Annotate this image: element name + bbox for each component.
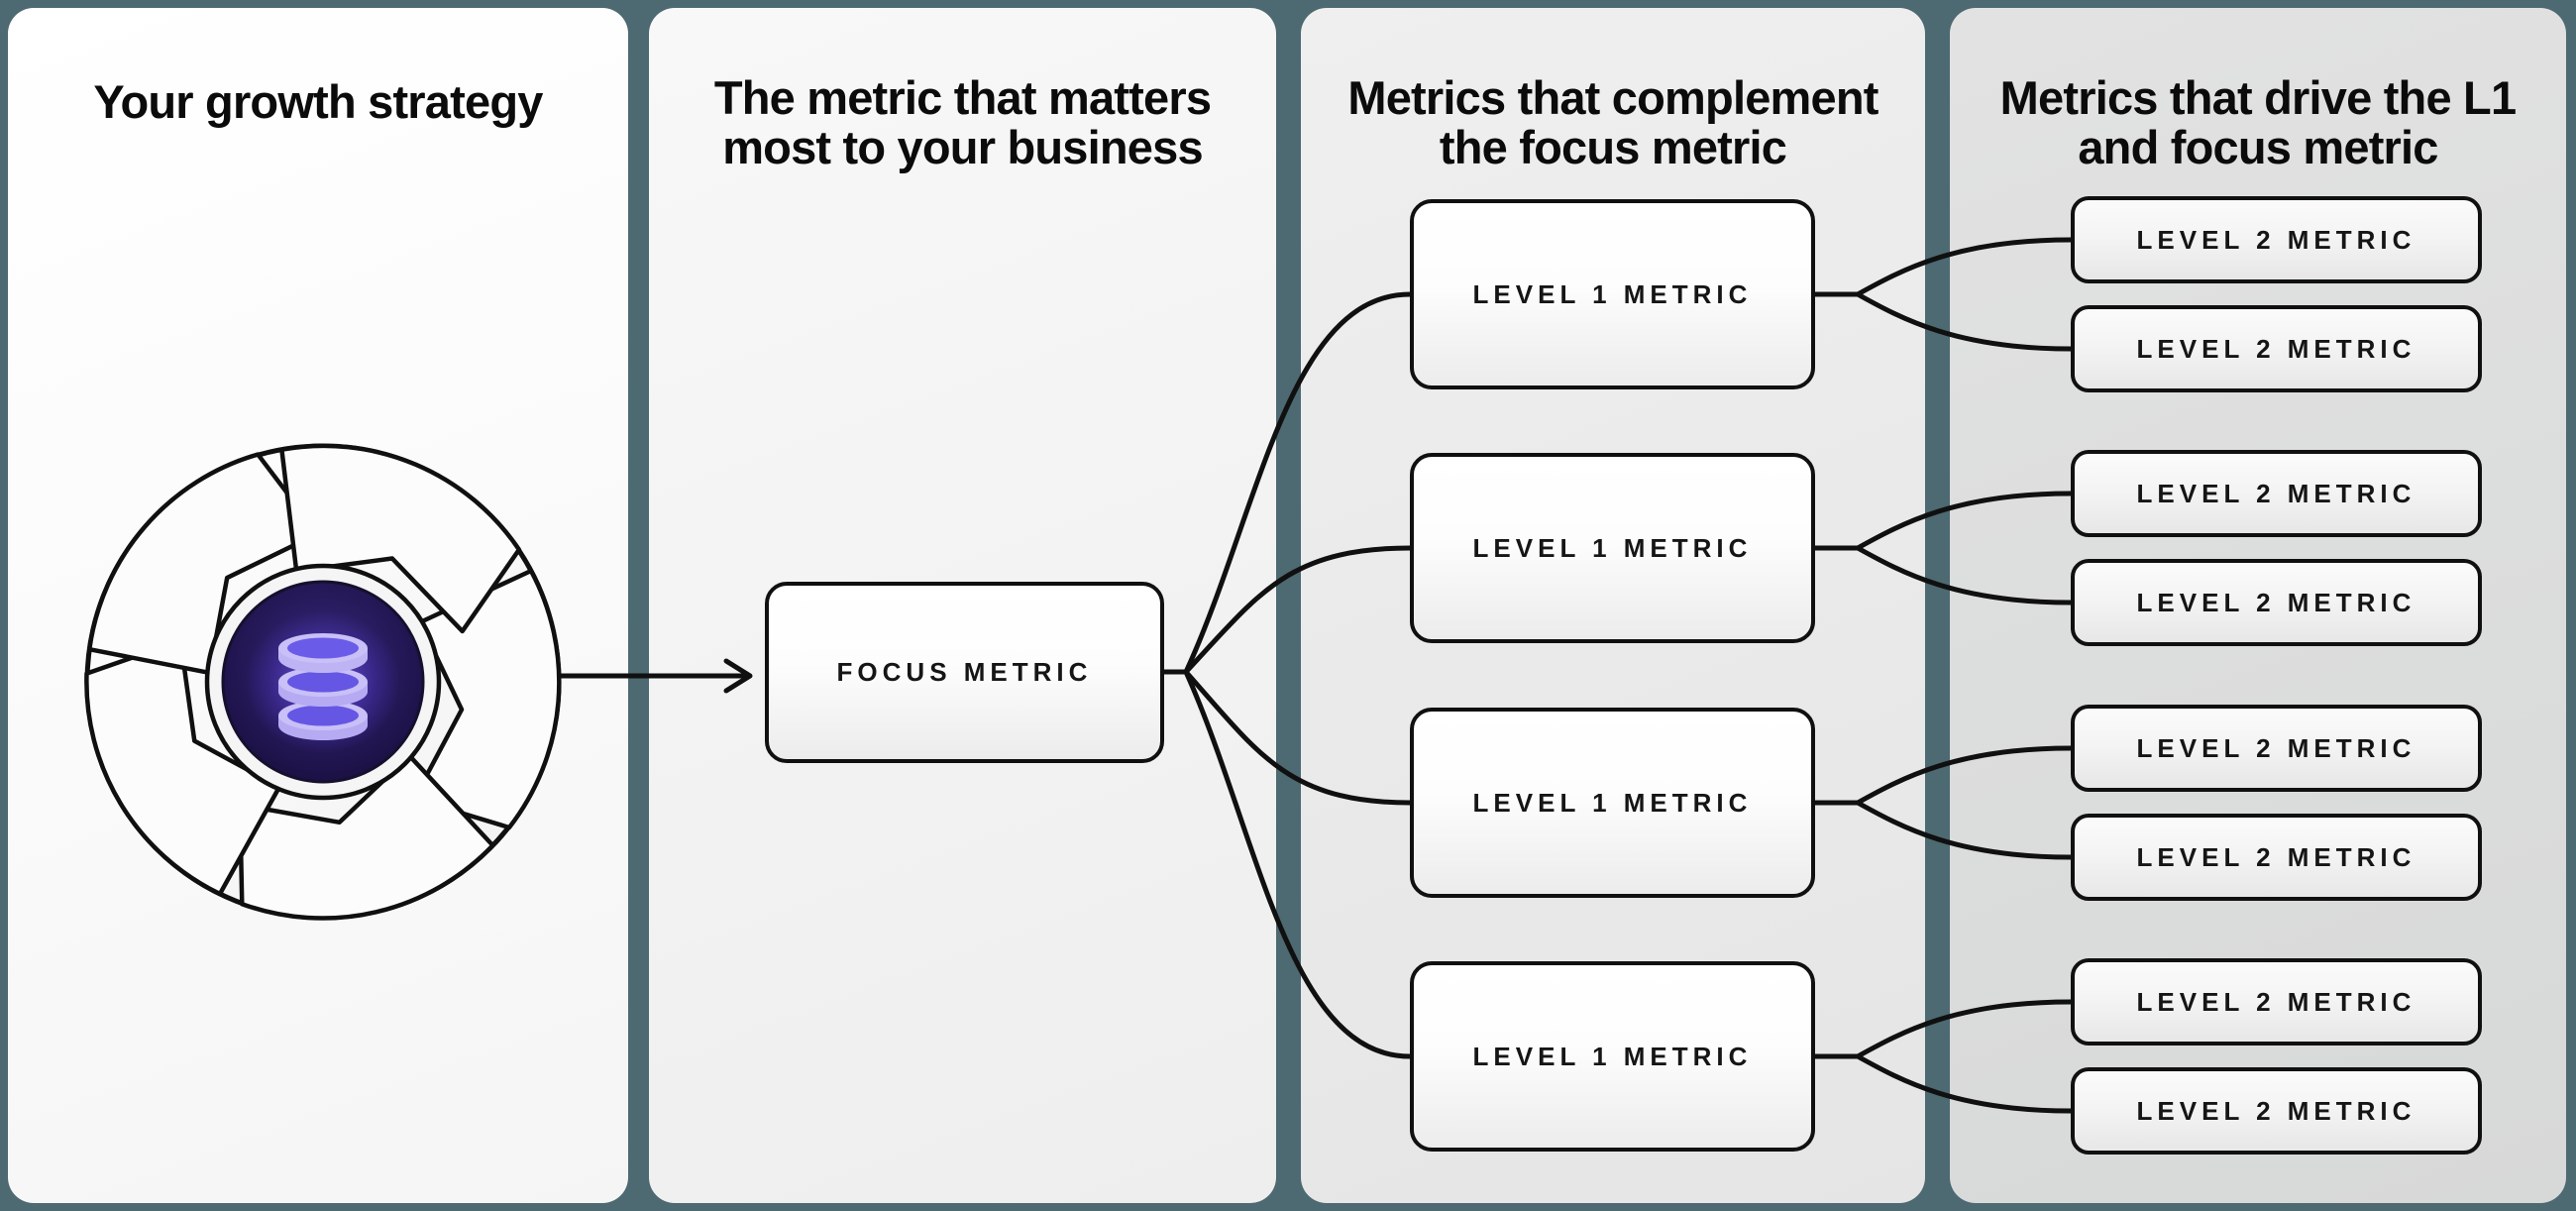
level1-metric-box: LEVEL 1 METRIC [1410, 199, 1815, 389]
growth-strategy-title: Your growth strategy [93, 75, 543, 128]
level2-metric-box: LEVEL 2 METRIC [2071, 450, 2482, 537]
level2-metric-box: LEVEL 2 METRIC [2071, 958, 2482, 1046]
level1-metric-box: LEVEL 1 METRIC [1410, 708, 1815, 898]
panel-growth-strategy: Your growth strategy [8, 8, 628, 1203]
focus-metric-title: The metric that matters most to your bus… [713, 71, 1212, 173]
level1-metric-box: LEVEL 1 METRIC [1410, 453, 1815, 643]
level2-metric-box: LEVEL 2 METRIC [2071, 705, 2482, 792]
focus-metric-box: FOCUS METRIC [765, 582, 1164, 763]
level2-metric-box: LEVEL 2 METRIC [2071, 1067, 2482, 1155]
level1-metrics-title: Metrics that complement the focus metric [1347, 71, 1878, 173]
level2-metric-box: LEVEL 2 METRIC [2071, 814, 2482, 901]
level2-metric-box: LEVEL 2 METRIC [2071, 559, 2482, 646]
level2-metric-box: LEVEL 2 METRIC [2071, 305, 2482, 392]
level2-metrics-title: Metrics that drive the L1 and focus metr… [1999, 71, 2517, 173]
panel-focus-metric: The metric that matters most to your bus… [649, 8, 1276, 1203]
level2-metric-box: LEVEL 2 METRIC [2071, 196, 2482, 283]
level1-metric-box: LEVEL 1 METRIC [1410, 961, 1815, 1152]
